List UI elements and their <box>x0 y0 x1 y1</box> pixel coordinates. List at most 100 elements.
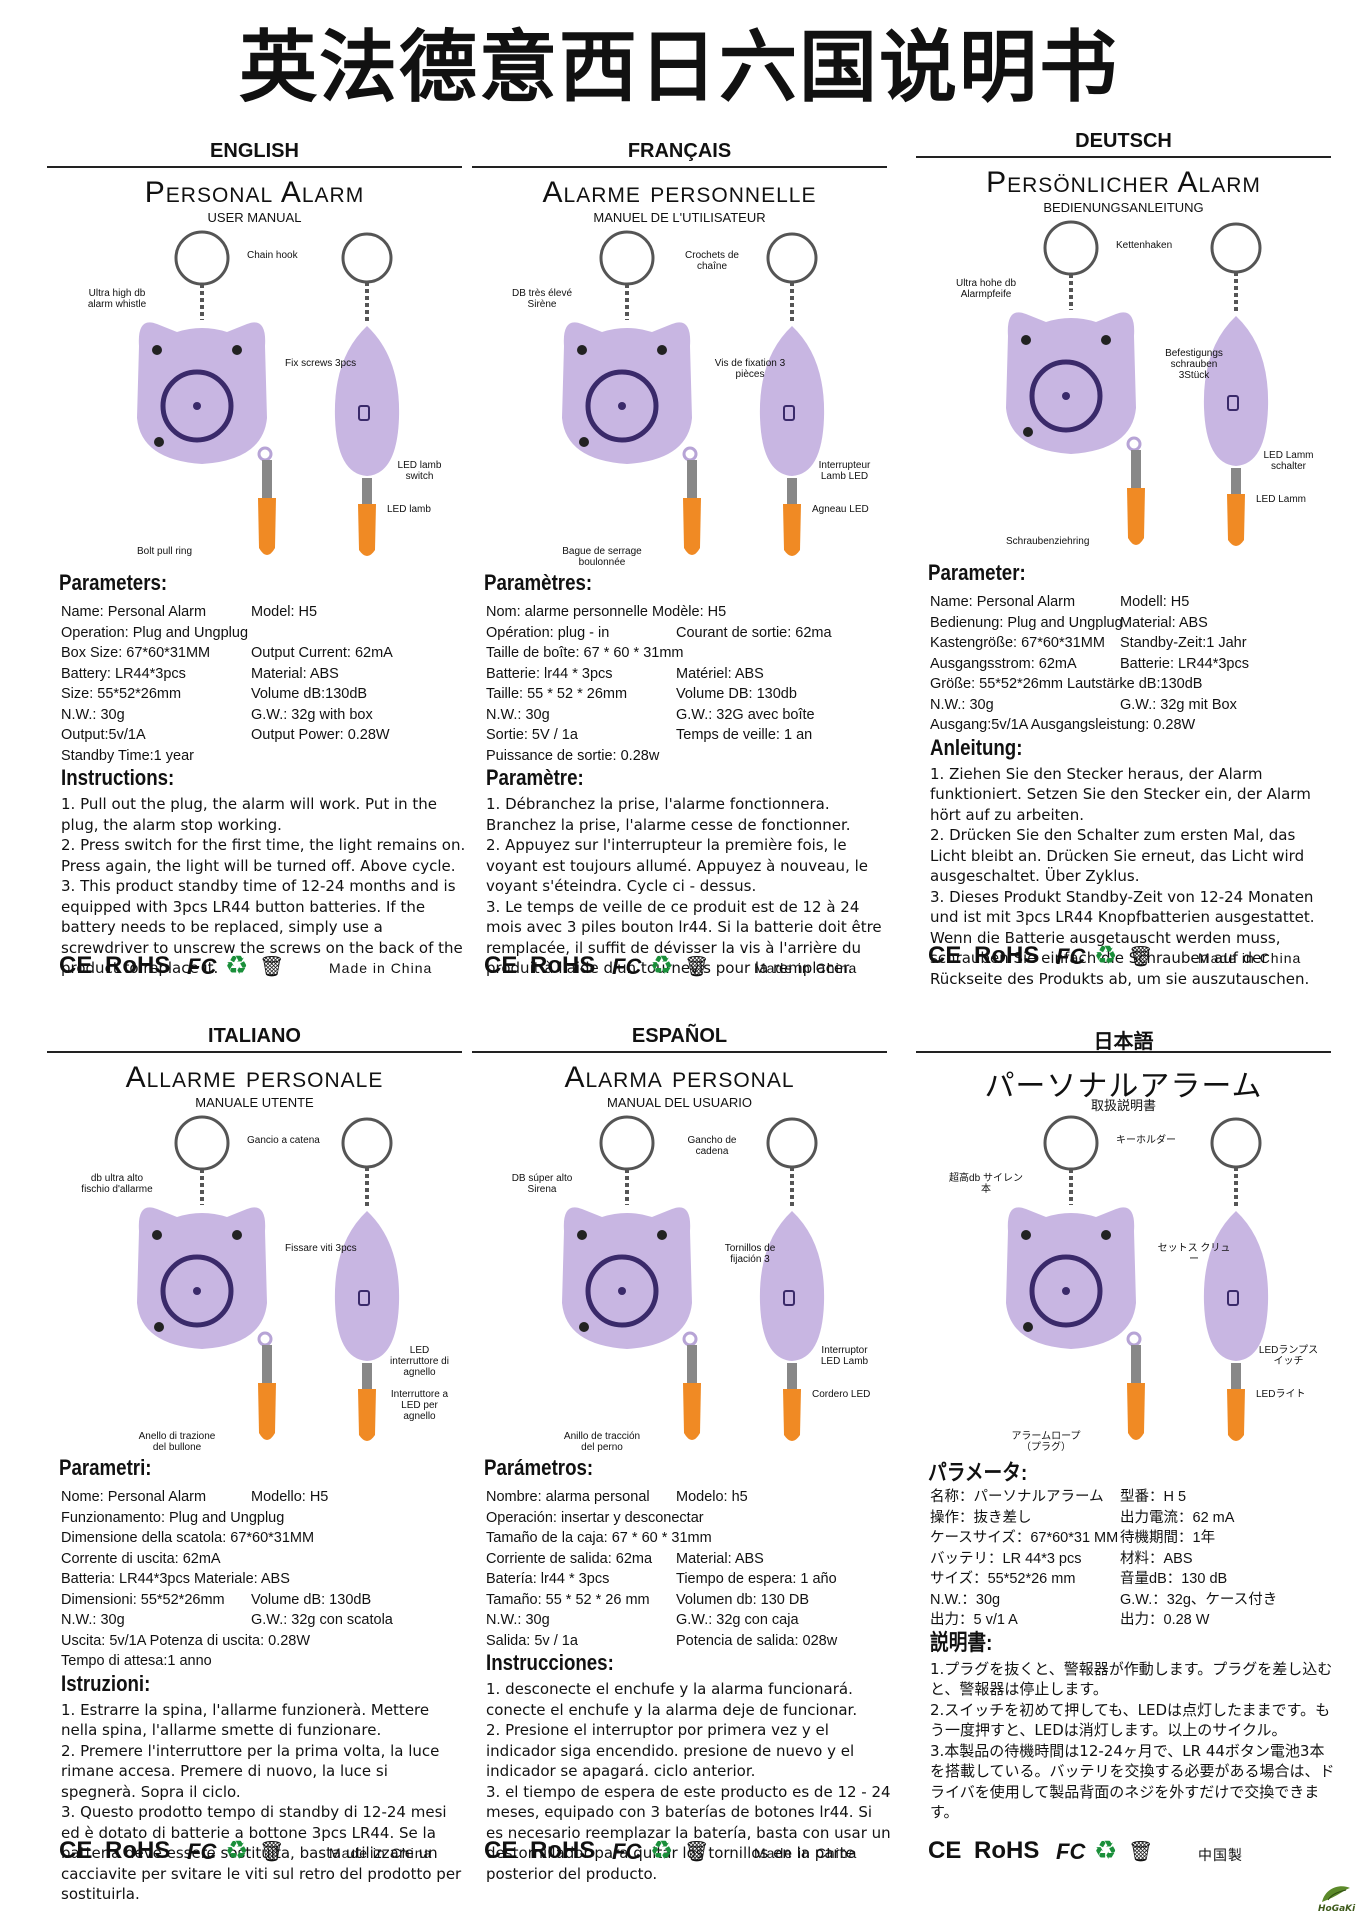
parameter-left: Nom: alarme personnelle Modèle: H5 <box>486 604 727 620</box>
part-label: LED interruttore di agnello <box>390 1345 449 1378</box>
rohs-mark: RoHS <box>105 952 171 979</box>
weee-bin-icon: 🗑 <box>684 1841 710 1863</box>
parameter-left: Taille: 55 * 52 * 26mm <box>486 686 628 702</box>
recycle-icon: ♻ <box>650 1835 674 1865</box>
parameter-row: Tempo di attesa:1 anno <box>61 1651 456 1672</box>
part-label: DB súper alto Sirena <box>511 1173 573 1195</box>
part-label: Gancho de cadena <box>687 1135 737 1157</box>
parameter-left: Dimensione della scatola: 67*60*31MM <box>61 1530 315 1546</box>
parameter-row: Nom: alarme personnelle Modèle: H5 <box>486 602 881 623</box>
part-label: Bague de serrage boulonnée <box>562 546 642 568</box>
divider-line <box>47 166 462 168</box>
parameter-left: Bedienung: Plug and Ungplug <box>930 614 1123 631</box>
divider-line <box>472 1051 887 1053</box>
part-label: Agneau LED <box>812 504 869 515</box>
parameter-left: Größe: 55*52*26mm Lautstärke dB:130dB <box>930 676 1203 692</box>
parameter-right: Material: ABS <box>251 665 339 682</box>
rohs-mark: RoHS <box>530 1837 596 1864</box>
parameter-left: Ausgang:5v/1A Ausgangsleistung: 0.28W <box>930 717 1196 733</box>
fc-mark: FC <box>1056 944 1086 969</box>
parameter-left: Sortie: 5V / 1a <box>486 727 578 743</box>
parameter-right: Modell: H5 <box>1120 594 1190 610</box>
parameter-left: Size: 55*52*26mm <box>61 686 182 702</box>
alarm-device-illustration <box>562 1115 825 1441</box>
parameter-left: Funzionamento: Plug and Ungplug <box>61 1509 285 1526</box>
instructions-heading: Anleitung: <box>930 734 1023 760</box>
product-title: Allarme personale <box>125 1061 384 1094</box>
weee-bin-icon: 🗑 <box>1128 1841 1154 1863</box>
part-label: Fix screws 3pcs <box>285 358 357 369</box>
ce-mark: CE <box>928 942 962 969</box>
parameter-right: 出力電流：62 mA <box>1120 1509 1235 1526</box>
part-label: DB très élevé Sirène <box>511 288 573 310</box>
parameter-row: Größe: 55*52*26mm Lautstärke dB:130dB <box>930 674 1325 695</box>
instructions-text: 1. Ziehen Sie den Stecker heraus, der Al… <box>930 764 1315 988</box>
parameter-left: Box Size: 67*60*31MM <box>61 645 211 661</box>
instructions-text: 1. Estrarre la spina, l'allarme funzione… <box>61 1700 462 1904</box>
parameter-left: Operación: insertar y desconectar <box>486 1509 704 1526</box>
parameter-left: Taille de boîte: 67 * 60 * 31mm <box>486 645 684 661</box>
ce-mark: CE <box>484 952 518 979</box>
manual-subtitle: MANUEL DE L'UTILISATEUR <box>593 210 766 225</box>
parameter-right: Material: ABS <box>1120 614 1208 631</box>
part-label: LED Lamm <box>1256 494 1307 505</box>
parameter-row: Taille de boîte: 67 * 60 * 31mm <box>486 643 881 664</box>
parameter-row: Puissance de sortie: 0.28w <box>486 746 881 767</box>
parameter-left: Batterie: lr44 * 3pcs <box>486 665 613 682</box>
part-label: セットス クリュー <box>1157 1243 1231 1265</box>
made-in-label: Made in China <box>329 1845 433 1861</box>
parameter-left: Dimensioni: 55*52*26mm <box>61 1591 225 1608</box>
parameter-left: Batteria: LR44*3pcs Materiale: ABS <box>61 1571 290 1587</box>
parameter-left: Puissance de sortie: 0.28w <box>486 747 660 764</box>
parameter-row: Corrente di uscita: 62mA <box>61 1549 456 1570</box>
parameters-heading: Paramètres: <box>484 570 593 595</box>
part-label: アラームロープ（プラグ） <box>1011 1431 1081 1453</box>
instructions-text: 1. desconecte el enchufe y la alarma fun… <box>486 1680 891 1883</box>
manual-subtitle: MANUAL DEL USUARIO <box>607 1095 752 1110</box>
parameter-left: Tamaño: 55 * 52 * 26 mm <box>486 1591 650 1608</box>
parameter-right: Volume DB: 130db <box>676 686 797 702</box>
parameter-left: N.W.: 30g <box>61 706 125 723</box>
part-label: LED lamb switch <box>397 460 442 482</box>
made-in-label: Made in China <box>1198 950 1302 966</box>
parameter-row: Uscita: 5v/1A Potenza di uscita: 0.28W <box>61 1631 456 1652</box>
fc-mark: FC <box>1056 1839 1086 1864</box>
parameter-left: N.W.: 30g <box>930 696 994 713</box>
parameter-right: Batterie: LR44*3pcs <box>1120 655 1249 672</box>
parameter-right: 出力：0.28 W <box>1120 1612 1210 1628</box>
product-title: Personal Alarm <box>144 176 365 209</box>
parameter-right: 音量dB：130 dB <box>1120 1571 1228 1587</box>
parameters-heading: Parámetros: <box>484 1455 594 1480</box>
recycle-icon: ♻ <box>1094 940 1118 970</box>
parameter-right: Model: H5 <box>251 604 318 620</box>
part-label: Vis de fixation 3 pièces <box>714 358 786 380</box>
rohs-mark: RoHS <box>974 1837 1040 1864</box>
parameter-row: 操作：抜き差し出力電流：62 mA <box>930 1508 1325 1529</box>
parameter-right: Volumen db: 130 DB <box>676 1591 810 1608</box>
parameter-row: Funzionamento: Plug and Ungplug <box>61 1508 456 1529</box>
language-heading: ESPAÑOL <box>631 1025 728 1047</box>
alarm-device-illustration <box>137 1115 400 1441</box>
parameter-left: Corriente de salida: 62ma <box>486 1550 653 1567</box>
parameter-left: ケースサイズ：67*60*31 MM <box>930 1530 1119 1546</box>
made-in-label: Made in China <box>329 960 433 976</box>
